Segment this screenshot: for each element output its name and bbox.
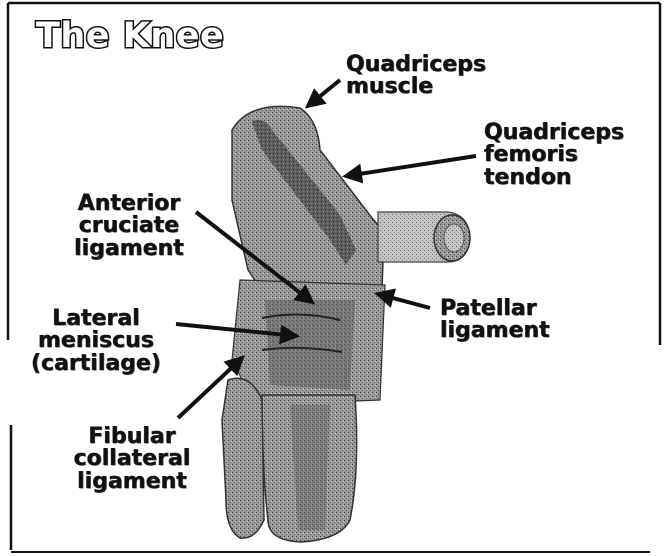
label-quadriceps-muscle: Quadriceps muscle xyxy=(346,54,486,99)
fibula-bone xyxy=(222,378,264,538)
femur-bone xyxy=(232,106,384,300)
label-fibular-collateral-ligament: Fibular collateral ligament xyxy=(52,426,212,493)
label-quadriceps-femoris-tendon: Quadriceps femoris tendon xyxy=(484,122,624,189)
label-lateral-meniscus: Lateral meniscus (cartilage) xyxy=(12,308,180,375)
label-patellar-ligament: Patellar ligament xyxy=(440,298,550,343)
patella-side-cylinder xyxy=(378,212,470,262)
label-anterior-cruciate-ligament: Anterior cruciate ligament xyxy=(50,193,208,260)
diagram-title: The Knee xyxy=(36,16,224,56)
tibia-bone xyxy=(262,395,357,542)
